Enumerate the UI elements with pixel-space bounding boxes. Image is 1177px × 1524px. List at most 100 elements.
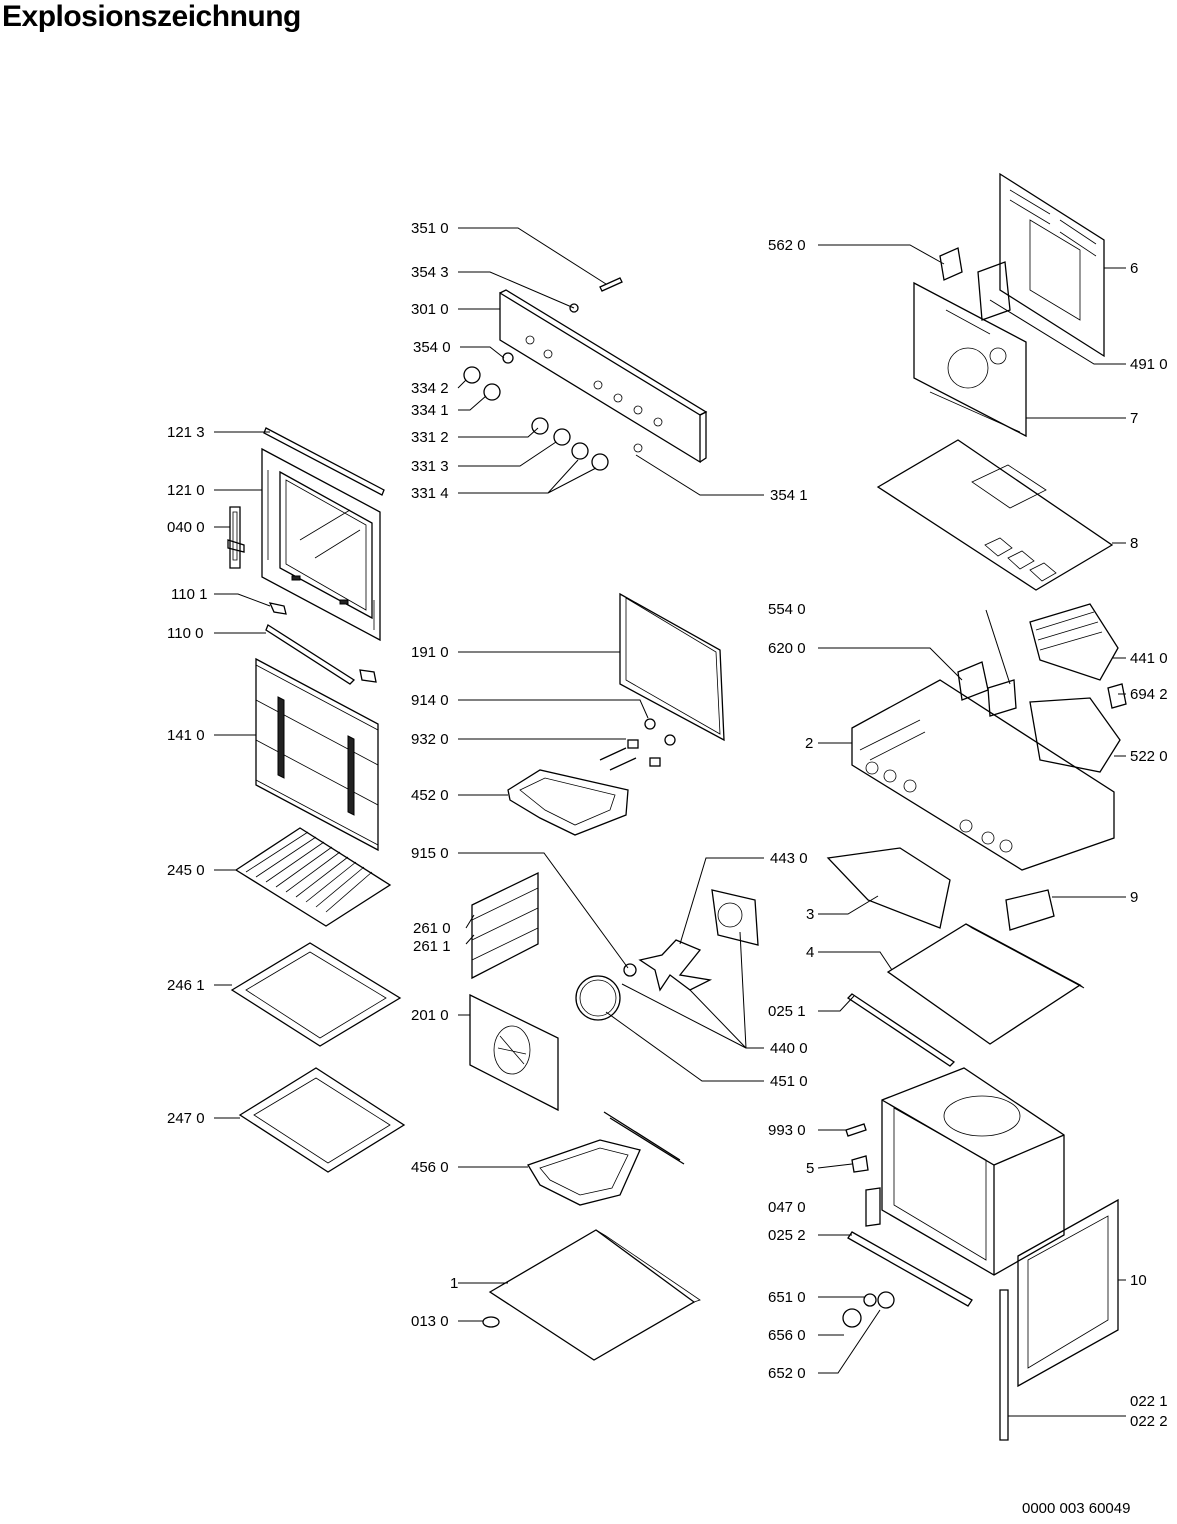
callout-3: 3: [806, 906, 814, 923]
callout-331-4: 331 4: [411, 485, 449, 502]
power-cord-clamp: [1107, 683, 1127, 709]
control-knobs: [463, 352, 609, 471]
control-panel: [499, 289, 708, 464]
callout-022-2: 022 2: [1130, 1413, 1168, 1430]
callout-261-0: 261 0: [413, 920, 451, 937]
door-outer-glass: [255, 657, 379, 852]
callout-491-0: 491 0: [1130, 356, 1168, 373]
callout-351-0: 351 0: [411, 220, 449, 237]
callout-2: 2: [805, 735, 813, 752]
bottom-trim-strip: [847, 1231, 973, 1307]
callout-040-0: 040 0: [167, 519, 205, 536]
callout-301-0: 301 0: [411, 301, 449, 318]
callout-522-0: 522 0: [1130, 748, 1168, 765]
top-cover: [876, 439, 1114, 591]
callout-620-0: 620 0: [768, 640, 806, 657]
bottom-panel: [488, 1229, 701, 1361]
switch-block: [957, 661, 1017, 717]
callout-110-0: 110 0: [167, 625, 203, 642]
callout-932-0: 932 0: [411, 731, 449, 748]
door-seal: [619, 592, 725, 742]
page-title: Explosionszeichnung: [2, 0, 301, 33]
callout-354-3: 354 3: [411, 264, 449, 281]
callout-247-0: 247 0: [167, 1110, 205, 1127]
rear-cover-panel: [999, 172, 1105, 358]
callout-10: 10: [1130, 1272, 1147, 1289]
callout-047-0: 047 0: [768, 1199, 806, 1216]
callout-562-0: 562 0: [768, 237, 806, 254]
rear-wall-panel: [913, 281, 1027, 438]
door-hinge: [227, 506, 245, 569]
side-trim-strip: [846, 993, 956, 1067]
side-rack-runners: [471, 871, 539, 980]
callout-694-2: 694 2: [1130, 686, 1168, 703]
callout-9: 9: [1130, 889, 1138, 906]
cavity-hinge-block: [865, 1187, 881, 1227]
fan-ring: [575, 975, 621, 1021]
callout-334-1: 334 1: [411, 402, 449, 419]
air-duct: [826, 847, 951, 929]
callout-6: 6: [1130, 260, 1138, 277]
callout-331-2: 331 2: [411, 429, 449, 446]
callout-245-0: 245 0: [167, 862, 205, 879]
callout-993-0: 993 0: [768, 1122, 806, 1139]
callout-5: 5: [806, 1160, 814, 1177]
callout-452-0: 452 0: [411, 787, 449, 804]
oven-door-frame: [261, 447, 381, 642]
callout-025-1: 025 1: [768, 1003, 806, 1020]
heater-clips: [627, 718, 676, 767]
callout-554-0: 554 0: [768, 601, 806, 618]
callout-7: 7: [1130, 410, 1138, 427]
callout-354-0: 354 0: [413, 339, 451, 356]
top-panel: [886, 923, 1085, 1045]
grill-heater-element: [507, 747, 637, 836]
cavity-clip: [851, 1155, 869, 1173]
callout-443-0: 443 0: [770, 850, 808, 867]
side-rail: [999, 1289, 1009, 1441]
control-housing: [851, 679, 1115, 871]
baking-tray: [230, 942, 402, 1047]
callout-441-0: 441 0: [1130, 650, 1168, 667]
lamp-parts: [842, 1291, 895, 1328]
cooling-duct-bracket: [1005, 889, 1055, 931]
callout-201-0: 201 0: [411, 1007, 449, 1024]
callout-334-2: 334 2: [411, 380, 449, 397]
callout-013-0: 013 0: [411, 1313, 449, 1330]
callout-labels: 351 0 354 3 301 0 354 0 334 2 334 1 331 …: [167, 220, 1168, 1430]
callout-440-0: 440 0: [770, 1040, 808, 1057]
callout-022-1: 022 1: [1130, 1393, 1168, 1410]
callout-121-0: 121 0: [167, 482, 205, 499]
transformer: [977, 261, 1011, 321]
cavity-screw: [845, 1123, 867, 1137]
fan-cover: [469, 993, 559, 1112]
callout-8: 8: [1130, 535, 1138, 552]
drip-pan: [238, 1067, 406, 1173]
thermostat-bracket: [939, 247, 963, 281]
callout-1: 1: [450, 1275, 458, 1292]
callout-651-0: 651 0: [768, 1289, 806, 1306]
leader-lines: [214, 227, 1126, 1417]
fan-blade: [623, 939, 713, 992]
side-wall-panel: [1017, 1198, 1119, 1388]
callout-354-1: 354 1: [770, 487, 808, 504]
callout-121-3: 121 3: [167, 424, 205, 441]
door-handle-bar: [265, 624, 377, 685]
control-shaft: [569, 277, 623, 313]
callout-261-1: 261 1: [413, 938, 451, 955]
door-handle-cap: [268, 602, 287, 615]
callout-110-1: 110 1: [171, 586, 207, 603]
document-number: 0000 003 60049: [1022, 1500, 1131, 1517]
callout-656-0: 656 0: [768, 1327, 806, 1344]
foot: [482, 1316, 500, 1328]
callout-451-0: 451 0: [770, 1073, 808, 1090]
fan-motor: [711, 889, 759, 946]
rear-heater-element: [527, 1111, 685, 1206]
oven-cavity: [881, 1067, 1065, 1276]
wire-rack: [234, 827, 392, 927]
callout-141-0: 141 0: [167, 727, 205, 744]
callout-246-1: 246 1: [167, 977, 205, 994]
door-top-trim: [263, 427, 385, 496]
cooling-fan: [1029, 603, 1119, 681]
callout-652-0: 652 0: [768, 1365, 806, 1382]
callout-915-0: 915 0: [411, 845, 449, 862]
